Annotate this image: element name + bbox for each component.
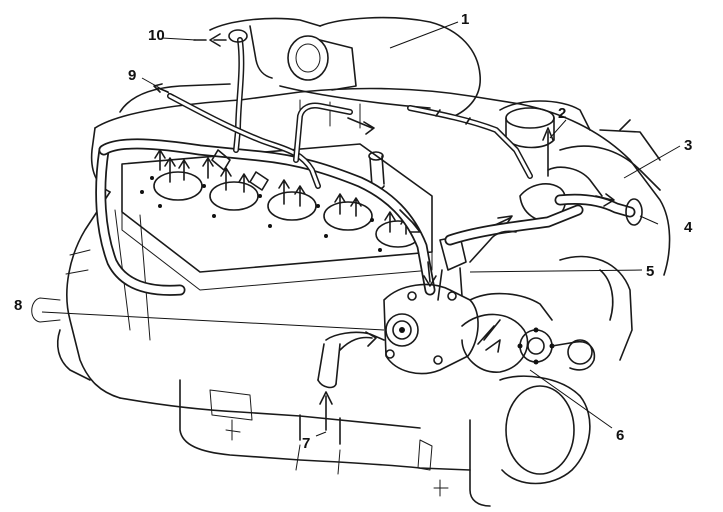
heater-hoses: [153, 29, 375, 191]
outlet-assembly: [407, 100, 661, 239]
callout-4: 4: [684, 219, 693, 236]
callout-5: 5: [646, 263, 654, 280]
engine-block: [31, 87, 671, 507]
callout-3: 3: [684, 137, 692, 154]
callout-1: 1: [461, 11, 469, 28]
cylinder-head-gasket: [121, 143, 433, 291]
callout-9: 9: [128, 67, 136, 84]
callout-8: 8: [14, 297, 22, 314]
callout-2: 2: [558, 105, 566, 122]
callout-7: 7: [302, 435, 310, 452]
callout-6: 6: [616, 427, 624, 444]
intake-manifold: [119, 16, 481, 129]
upflow-arrows: [154, 149, 412, 235]
water-pump-area: [317, 204, 633, 485]
coolant-return-pipe: [95, 138, 437, 296]
callout-10: 10: [148, 27, 165, 44]
leader-lines: [41, 21, 681, 437]
callout-labels: 1 2 3 4 5 6 7 8 9 10: [14, 11, 693, 452]
